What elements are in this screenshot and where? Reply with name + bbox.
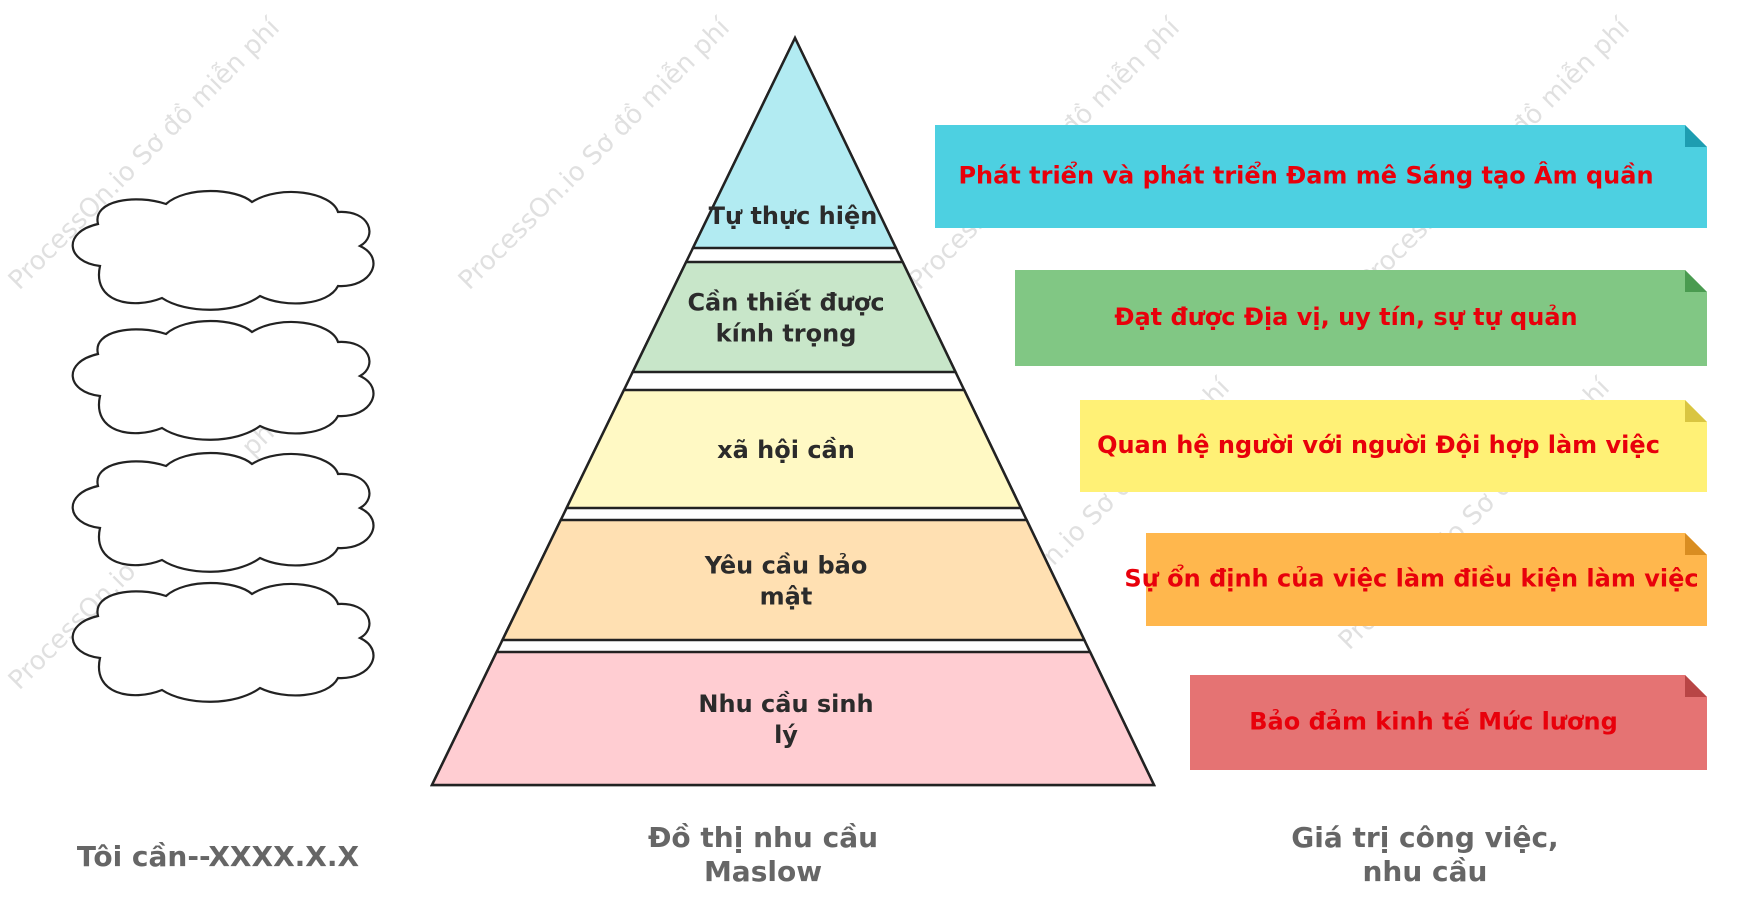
caption-middle-line: Maslow (704, 855, 822, 888)
caption-right: Giá trị công việc,nhu cầu (1291, 821, 1558, 888)
banner-fold-corner (1685, 400, 1707, 422)
cloud-note-1[interactable] (71, 189, 375, 311)
pyramid-level-label-line: xã hội cần (717, 436, 855, 464)
pyramid-level-label: Nhu cầu sinh lý (698, 690, 873, 749)
pyramid-level-label: Cần thiết được kính trọng (687, 289, 884, 348)
value-banner[interactable] (1080, 400, 1707, 492)
cloud-note-4[interactable] (71, 581, 375, 703)
value-banner-label: Đạt được Địa vị, uy tín, sự tự quản (1114, 303, 1577, 331)
pyramid-level-label-line: lý (774, 721, 798, 749)
value-banner-label: Sự ổn định của việc làm điều kiện làm vi… (1124, 563, 1698, 593)
pyramid-level-esteem[interactable] (630, 260, 958, 374)
pyramid-level-label: Yêu cầu bảo mật (704, 552, 868, 611)
caption-right-line: nhu cầu (1363, 855, 1488, 888)
value-banner-label: Phát triển và phát triển Đam mê Sáng tạo… (958, 160, 1653, 190)
caption-left-line: Tôi cần--XXXX.X.X (77, 840, 360, 873)
value-banner[interactable] (1015, 270, 1707, 366)
cloud-note-3[interactable] (71, 451, 375, 573)
pyramid-level-label: xã hội cần (717, 436, 855, 464)
pyramid-level-label: Tự thực hiện (709, 202, 878, 230)
value-banner-label: Bảo đảm kinh tế Mức lương (1249, 708, 1618, 736)
caption-right-line: Giá trị công việc, (1291, 821, 1558, 854)
pyramid-level-label-line: mật (760, 583, 813, 611)
caption-left: Tôi cần--XXXX.X.X (77, 840, 360, 873)
cloud-notes (71, 189, 375, 703)
pyramid-level-social[interactable] (564, 388, 1023, 510)
pyramid-level-label-line: kính trọng (716, 320, 857, 348)
pyramid-level-self-actualization[interactable] (690, 35, 898, 250)
pyramid-level-label-line: Tự thực hiện (709, 202, 878, 230)
banner-fold-corner (1685, 270, 1707, 292)
pyramid-level-physiological[interactable] (430, 650, 1156, 787)
banner-fold-corner (1685, 533, 1707, 555)
pyramid-level-label-line: Cần thiết được (687, 289, 884, 317)
value-banner[interactable] (935, 125, 1707, 228)
value-banner[interactable] (1190, 675, 1707, 770)
cloud-note-2[interactable] (71, 319, 375, 441)
banner-fold-corner (1685, 125, 1707, 147)
work-value-banners: Phát triển và phát triển Đam mê Sáng tạo… (935, 125, 1707, 770)
pyramid-level-safety[interactable] (500, 518, 1087, 642)
value-banner-label: Quan hệ người với người Đội hợp làm việc (1097, 431, 1660, 459)
caption-middle-line: Đồ thị nhu cầu (648, 821, 878, 854)
pyramid-level-label-line: Yêu cầu bảo (704, 552, 868, 580)
banner-fold-corner (1685, 675, 1707, 697)
value-banner[interactable] (1146, 533, 1707, 626)
pyramid-level-label-line: Nhu cầu sinh (698, 690, 873, 718)
